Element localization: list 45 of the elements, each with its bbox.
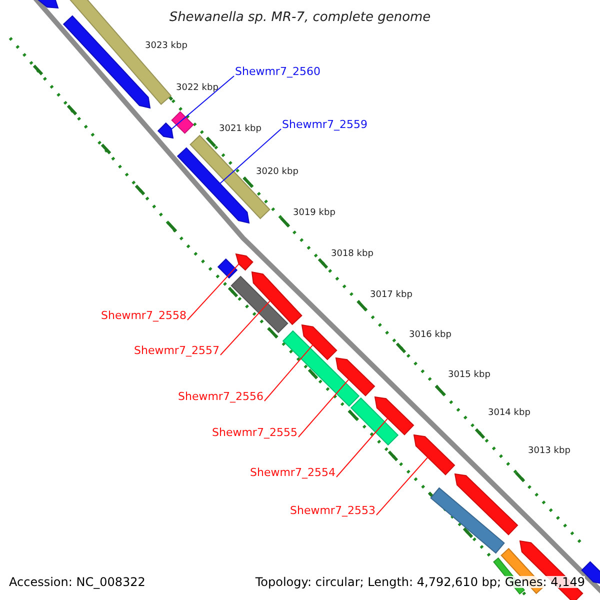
- gene-label: Shewmr7_2556: [178, 391, 264, 402]
- gene-block: [430, 487, 505, 554]
- gene-label: Shewmr7_2553: [290, 505, 376, 516]
- gene-label: Shewmr7_2554: [250, 467, 336, 478]
- gene-label: Shewmr7_2558: [101, 310, 186, 321]
- gene-block: [350, 397, 399, 446]
- scale-label: 3021 kbp: [219, 125, 262, 134]
- scale-label: 3017 kbp: [370, 291, 412, 300]
- gene-block: [230, 276, 288, 334]
- scale-label: 3016 kbp: [409, 331, 452, 340]
- gene-block: [157, 122, 174, 139]
- gene-block: [176, 147, 250, 224]
- accession-text: Accession: NC_008322: [9, 576, 146, 588]
- gene-block: [217, 258, 238, 279]
- gene-block: [335, 357, 376, 396]
- scale-label: 3018 kbp: [331, 250, 374, 259]
- leader-line: [186, 263, 240, 320]
- leader-line: [336, 418, 389, 478]
- gene-block: [301, 324, 338, 360]
- gene-block: [413, 434, 456, 476]
- gene-block: [235, 253, 254, 271]
- gene-block: [282, 330, 360, 407]
- scale-label: 3019 kbp: [293, 209, 336, 218]
- scale-label: 3023 kbp: [145, 42, 188, 51]
- scale-label: 3015 kbp: [448, 371, 490, 380]
- scale-label: 3014 kbp: [488, 409, 530, 418]
- gene-label: Shewmr7_2560: [235, 66, 320, 77]
- gene-label: Shewmr7_2555: [212, 427, 298, 438]
- gene-label: Shewmr7_2557: [134, 345, 220, 356]
- genome-info-text: Topology: circular; Length: 4,792,610 bp; Genes: 4,149: [255, 576, 585, 588]
- gene-block: [374, 396, 414, 436]
- gene-block: [454, 473, 518, 536]
- leader-line: [170, 76, 234, 130]
- gene-block: [171, 111, 194, 134]
- gene-label: Shewmr7_2559: [282, 119, 368, 130]
- leader-line: [220, 300, 271, 356]
- leader-line: [219, 128, 282, 184]
- leader-line: [376, 456, 429, 516]
- gene-block: [251, 271, 302, 326]
- scale-label: 3013 kbp: [528, 447, 570, 456]
- scale-label: 3020 kbp: [256, 168, 298, 177]
- scale-label: 3022 kbp: [176, 84, 218, 93]
- leader-line: [264, 344, 314, 402]
- leader-line: [298, 378, 350, 438]
- title: Shewanella sp. MR-7, complete genome: [169, 10, 431, 25]
